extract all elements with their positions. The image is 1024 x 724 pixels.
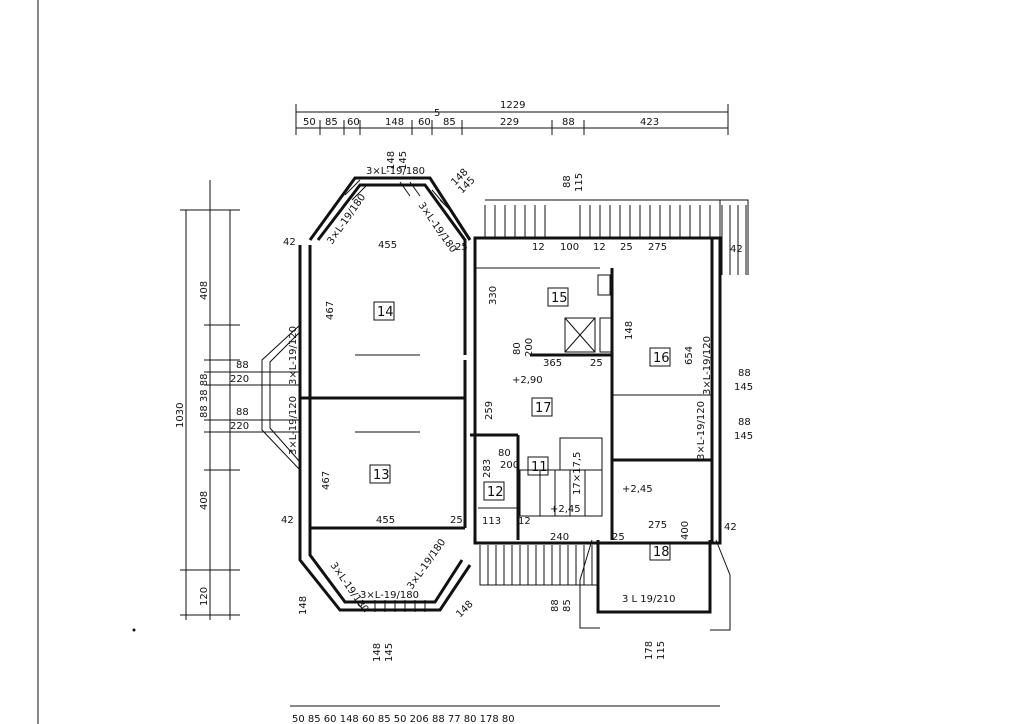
dim-25-e: 25: [612, 532, 625, 543]
dim-283: 283: [482, 459, 493, 478]
dim-top-1: 50: [303, 117, 316, 128]
dim-145-top: 145: [398, 151, 409, 170]
dim-145-right-1: 145: [734, 382, 753, 393]
room-17: 17: [535, 401, 552, 416]
dim-bottom-chain: 50 85 60 148 60 85 50 206 88 77 80 178 8…: [292, 714, 515, 724]
dim-total-width: 1229: [500, 100, 525, 111]
label-stair-bottom-right: 3×L-19/180: [405, 537, 448, 592]
dim-12-b: 12: [593, 242, 606, 253]
label-stair-top: 3×L-19/180: [366, 166, 425, 177]
dim-80-b: 80: [498, 448, 511, 459]
dim-25-c: 25: [620, 242, 633, 253]
dim-88-bottom: 88: [550, 599, 561, 612]
dim-240: 240: [550, 532, 569, 543]
dim-25-top: 25: [455, 242, 468, 253]
dim-top-sup: 5: [434, 108, 440, 119]
dim-88-right-1: 88: [738, 368, 751, 379]
dim-88-right-2: 88: [738, 417, 751, 428]
dim-88-top: 88: [562, 175, 573, 188]
room-14: 14: [377, 305, 394, 320]
dim-25-bottom: 25: [450, 515, 463, 526]
room-11: 11: [531, 460, 548, 475]
roof-hatching: [344, 179, 749, 613]
label-stair-room18: 3 L 19/210: [622, 594, 675, 605]
dim-left-upper: 408: [199, 281, 210, 300]
dim-100: 100: [560, 242, 579, 253]
dim-115-bottom: 115: [656, 641, 667, 660]
dim-467-lower: 467: [321, 471, 332, 490]
dim-left-lower: 408: [199, 491, 210, 510]
dim-467-upper: 467: [325, 301, 336, 320]
dim-12-a: 12: [532, 242, 545, 253]
level-290: +2,90: [512, 375, 543, 386]
dim-115-top: 115: [574, 173, 585, 192]
label-stair-right-lower: 3×L-19/120: [696, 401, 707, 460]
dim-365: 365: [543, 358, 562, 369]
dim-bay-mid: 88 38 88: [199, 373, 210, 418]
level-245-b: +2,45: [622, 484, 653, 495]
dim-top-7: 229: [500, 117, 519, 128]
dim-200-a: 200: [524, 338, 535, 357]
dim-148-mid: 148: [624, 321, 635, 340]
dim-148-bottom: 148: [372, 643, 383, 662]
dim-left-bottom: 120: [199, 587, 210, 606]
dim-455-bottom: 455: [376, 515, 395, 526]
dim-bay-88-lower: 88: [236, 407, 249, 418]
dim-stair-17x175: 17×17,5: [572, 452, 583, 495]
dim-145-bottom: 145: [384, 643, 395, 662]
room-18: 18: [653, 545, 670, 560]
room-13: 13: [373, 468, 390, 483]
dim-25-d: 25: [590, 358, 603, 369]
left-dimension-chains: 1030 408 408 120 88 220 88 38 88 88 220: [175, 180, 300, 620]
right-wing-walls: [470, 236, 731, 631]
dim-42-right-top: 42: [730, 244, 743, 255]
dim-42-left-bottom: 42: [281, 515, 294, 526]
dim-113: 113: [482, 516, 501, 527]
dim-left-total: 1030: [175, 403, 186, 428]
dim-80-a: 80: [512, 342, 523, 355]
dim-400: 400: [680, 521, 691, 540]
dim-654: 654: [684, 346, 695, 365]
dim-top-2: 85: [325, 117, 338, 128]
dim-455-top: 455: [378, 240, 397, 251]
dim-275-bottom: 275: [648, 520, 667, 531]
dim-148-bottom-left: 148: [298, 596, 309, 615]
dim-top-4: 148: [385, 117, 404, 128]
top-dimension-chains: 1229 50 85 60 148 60 5 85 229 88 423: [295, 100, 729, 135]
dim-top-3: 60: [347, 117, 360, 128]
speck: [132, 628, 136, 632]
label-stair-top-diag-right: 3×L-19/180: [416, 200, 459, 255]
dim-259: 259: [484, 401, 495, 420]
dim-275-top: 275: [648, 242, 667, 253]
room-12: 12: [487, 485, 504, 500]
dim-200-b: 200: [500, 460, 519, 471]
bottom-dimension-chain: 50 85 60 148 60 85 50 206 88 77 80 178 8…: [290, 705, 720, 724]
dim-42-right-bottom: 42: [724, 522, 737, 533]
label-stair-bay-upper: 3×L-19/120: [288, 326, 299, 385]
dim-top-5: 60: [418, 117, 431, 128]
dim-top-9: 423: [640, 117, 659, 128]
room-15: 15: [551, 291, 568, 306]
dim-bay-220-upper: 220: [230, 374, 249, 385]
dim-85-bottom: 85: [562, 599, 573, 612]
room-numbers: 14 13 15 16 17 11 12 18: [369, 287, 671, 561]
label-stair-bottom-mid: 3×L-19/180: [360, 590, 419, 601]
dim-330: 330: [488, 286, 499, 305]
dim-bay-88-upper: 88: [236, 360, 249, 371]
dim-top-8: 88: [562, 117, 575, 128]
dim-bay-220-lower: 220: [230, 421, 249, 432]
dim-42-left-top: 42: [283, 237, 296, 248]
left-wing-walls: [261, 176, 472, 612]
dim-12-c: 12: [518, 516, 531, 527]
label-stair-bay-lower: 3×L-19/120: [288, 396, 299, 455]
dim-148-top: 148: [386, 151, 397, 170]
dim-145-right-2: 145: [734, 431, 753, 442]
room-16: 16: [653, 351, 670, 366]
level-245-a: +2,45: [550, 504, 581, 515]
label-stair-right-upper: 3×L-19/120: [702, 336, 713, 395]
dim-top-6: 85: [443, 117, 456, 128]
dim-178-bottom: 178: [644, 641, 655, 660]
dim-148-bottom-right: 148: [454, 599, 475, 620]
